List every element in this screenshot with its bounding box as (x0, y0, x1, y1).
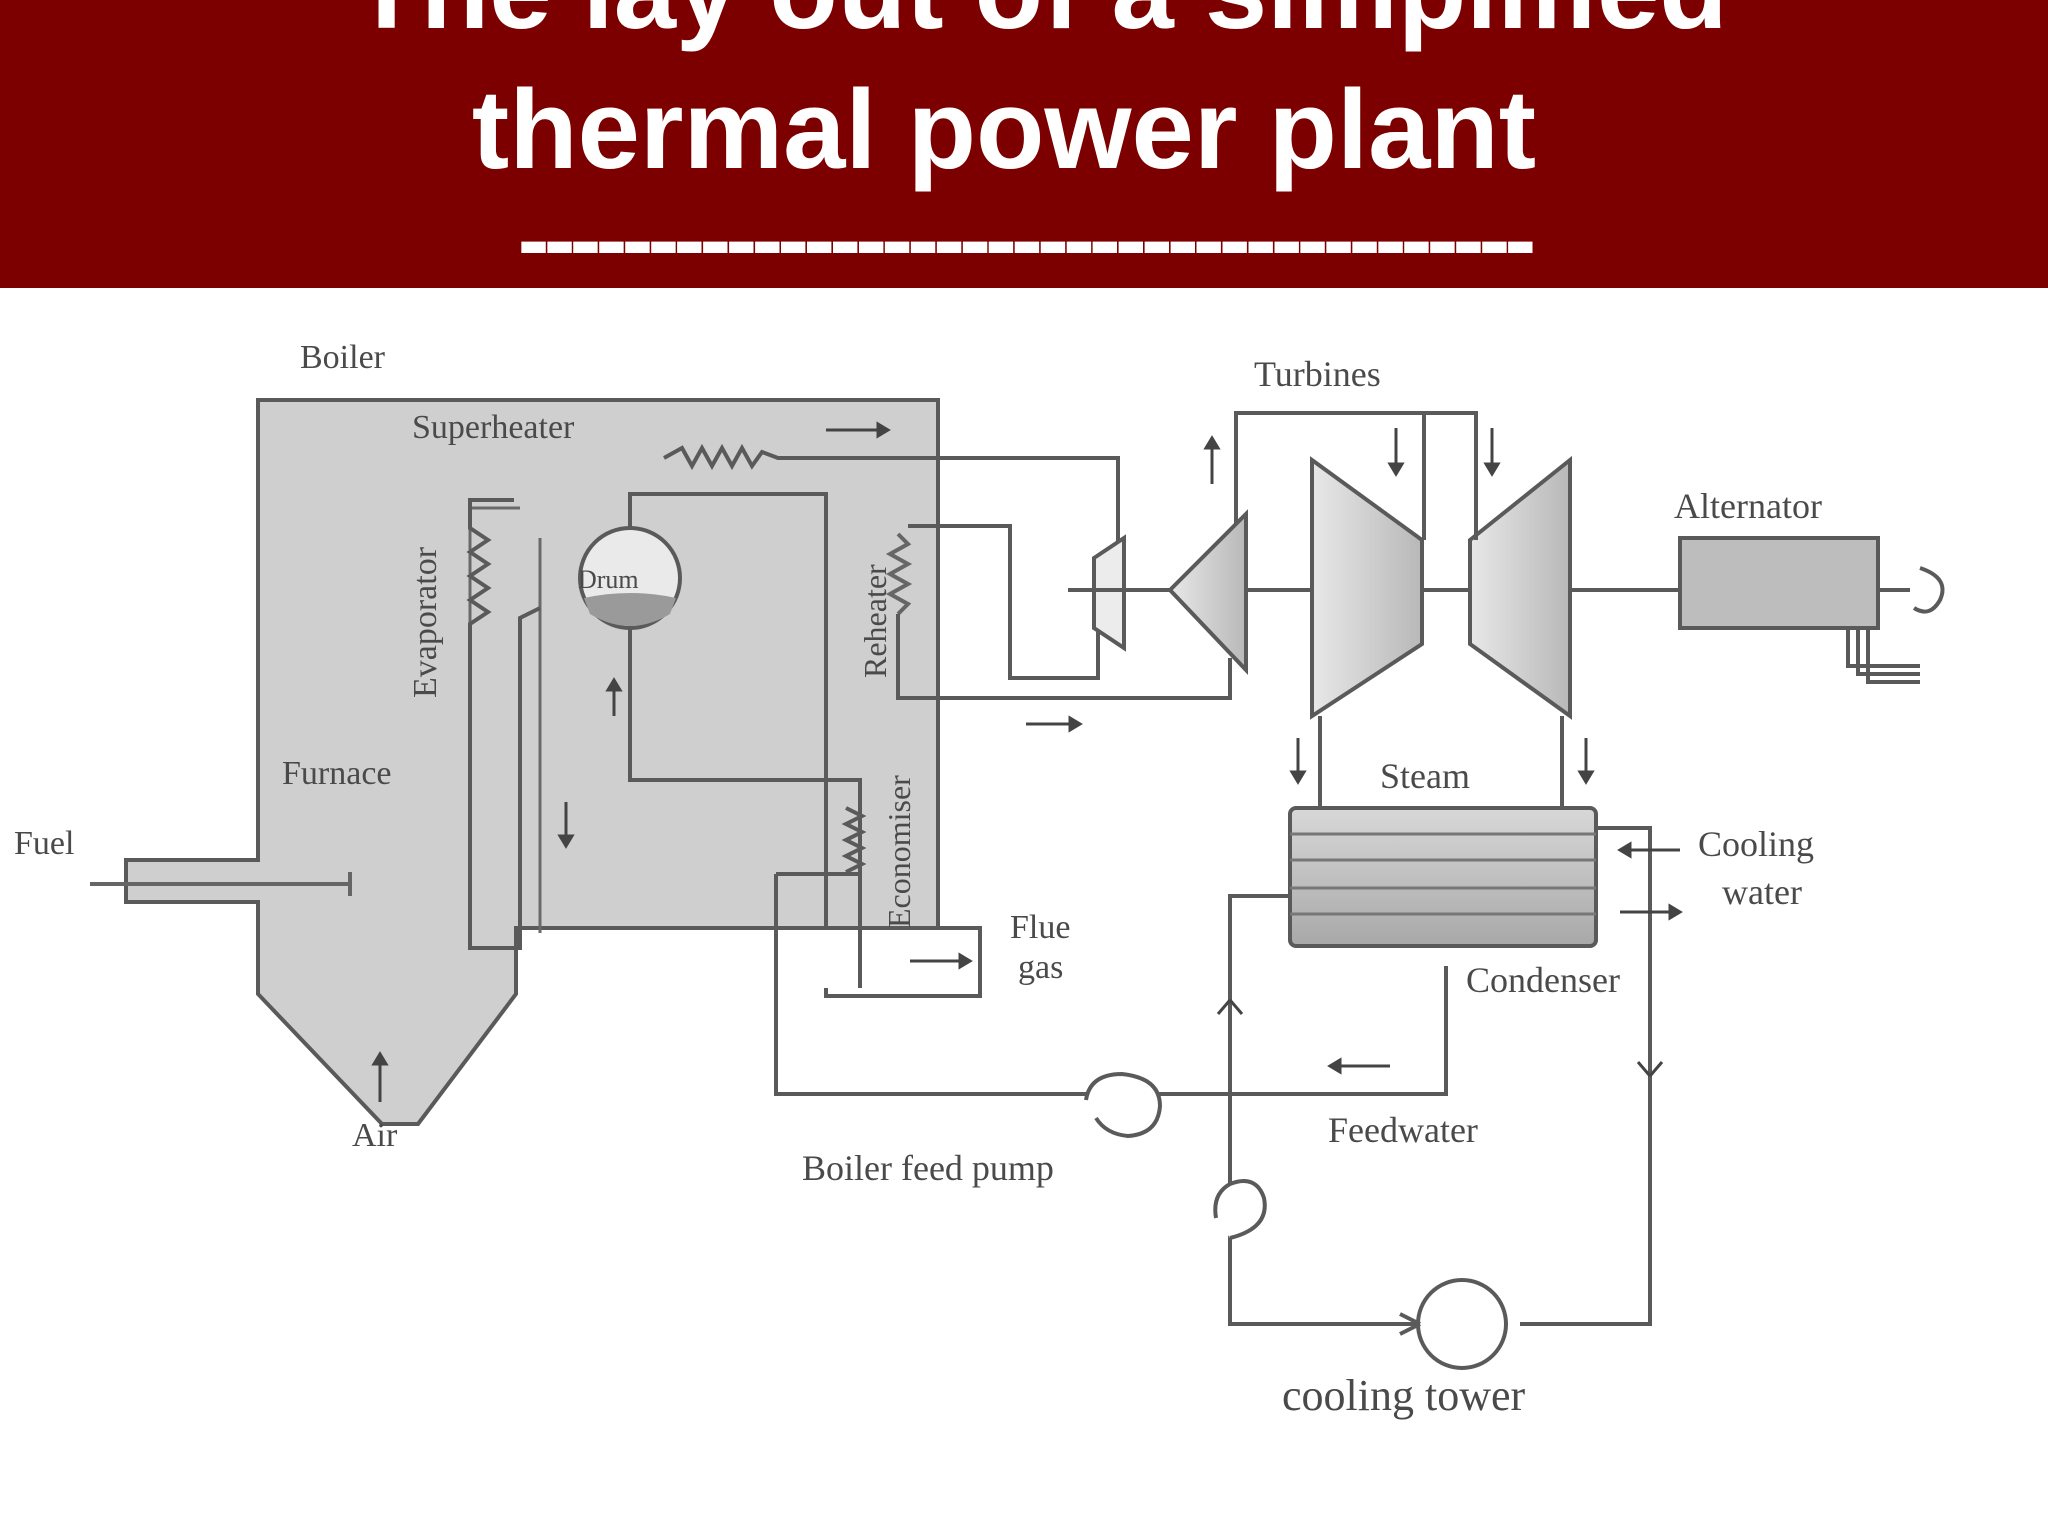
superheater-coil (663, 443, 1120, 584)
turbine-crossover (1234, 411, 1478, 540)
label-cooling: Cooling (1698, 824, 1814, 864)
label-condenser: Condenser (1466, 960, 1620, 1000)
label-economiser: Economiser (881, 775, 917, 928)
title-dashed-rule: --------------------------------------- (517, 186, 1537, 289)
label-feedwater: Feedwater (1328, 1110, 1478, 1150)
label-flue: Flue (1010, 909, 1070, 946)
label-reheater: Reheater (857, 564, 893, 678)
slide-header: The lay out of a simplified thermal powe… (0, 0, 2048, 288)
arrow-cooling-up (1216, 999, 1244, 1015)
label-gas: gas (1018, 949, 1063, 986)
condenser (1288, 806, 1598, 948)
label-furnace: Furnace (282, 755, 392, 792)
arrow-cooling-down (1636, 1061, 1664, 1077)
label-superheater: Superheater (412, 409, 575, 446)
alternator (1678, 536, 1880, 630)
economiser-coil (776, 806, 867, 876)
lp-turbine-1 (1310, 456, 1424, 720)
cooling-water-pump (1213, 1179, 1267, 1240)
label-cooling-tower: cooling tower (1282, 1371, 1526, 1420)
label-turbines: Turbines (1254, 354, 1381, 394)
turbine-exhaust-to-condenser (1318, 716, 1564, 808)
label-boiler-feed-pump: Boiler feed pump (802, 1148, 1054, 1188)
drum-downcomer (628, 628, 862, 988)
boiler-furnace-body (124, 398, 940, 1126)
label-drum: Drum (578, 565, 639, 594)
label-steam: Steam (1380, 756, 1470, 796)
fuel-pipe (90, 872, 352, 896)
lp-turbine-2 (1468, 455, 1572, 720)
label-water: water (1722, 872, 1802, 912)
slide-title-line-1: The lay out of a simplified (16, 0, 2048, 50)
evaporator-coil (466, 498, 541, 950)
label-evaporator: Evaporator (407, 546, 444, 698)
label-air: Air (352, 1117, 398, 1154)
drum-water (584, 593, 676, 626)
label-alternator: Alternator (1674, 486, 1822, 526)
thermal-power-plant-diagram: Boiler Superheater Evaporator Drum Rehea… (14, 339, 1945, 1420)
label-boiler: Boiler (300, 339, 386, 376)
ip-turbine (1167, 509, 1248, 676)
economiser-outlet (824, 988, 982, 998)
slide-title-line-2: thermal power plant (471, 67, 1537, 192)
cooling-tower-unit (1416, 1278, 1508, 1370)
boiler-feed-pump (1084, 1071, 1163, 1139)
label-fuel: Fuel (14, 825, 74, 862)
drum-riser (628, 492, 982, 998)
hp-turbine (1092, 534, 1126, 652)
reheater-return (896, 614, 1232, 700)
